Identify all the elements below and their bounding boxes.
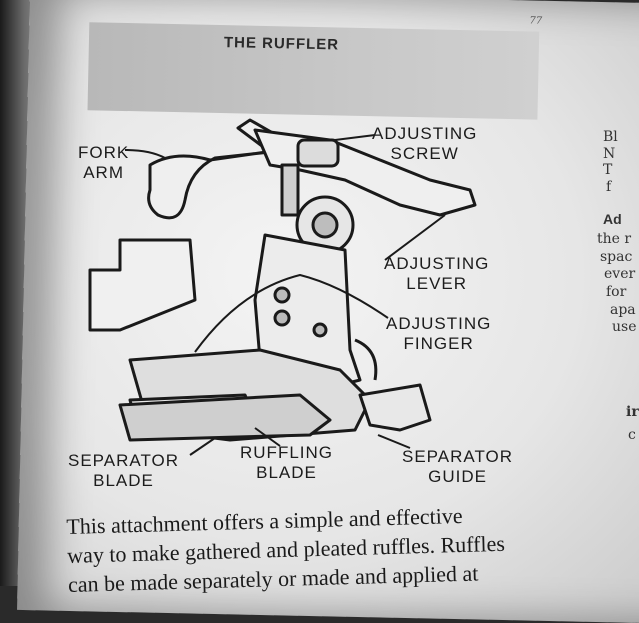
ruffling-blade-line-1: RUFFLING <box>240 443 333 462</box>
leader-adjusting-lever <box>384 214 446 261</box>
fork-arm-line-2: ARM <box>83 163 124 182</box>
leader-adjusting-finger <box>194 273 389 353</box>
leader-lines <box>124 134 446 456</box>
separator-guide-line-2: GUIDE <box>428 467 487 486</box>
leader-separator-guide <box>377 434 411 449</box>
separator-blade-line-1: SEPARATOR <box>68 451 180 470</box>
right-fragment-12: c <box>628 427 636 443</box>
fork-arm-line-1: FORK <box>78 143 130 162</box>
right-fragment-2: T <box>603 162 613 178</box>
right-fragment-8: for <box>606 284 627 300</box>
label-adjusting-finger: ADJUSTING FINGER <box>386 314 491 354</box>
label-adjusting-lever: ADJUSTING LEVER <box>384 254 489 294</box>
leader-fork-arm <box>124 149 166 159</box>
ruffler-diagram <box>88 118 477 456</box>
label-fork-arm: FORK ARM <box>78 143 129 183</box>
adjusting-screw-line-1: ADJUSTING <box>372 124 478 143</box>
adjusting-finger-line-1: ADJUSTING <box>386 314 492 333</box>
right-fragment-5: the r <box>597 231 632 247</box>
adjusting-finger-line-2: FINGER <box>403 334 474 353</box>
adjusting-lever-line-2: LEVER <box>406 274 468 293</box>
right-fragment-6: spac <box>600 249 633 265</box>
right-fragment-0: Bl <box>603 129 618 145</box>
right-fragment-9: apa <box>610 302 636 318</box>
right-fragment-3: f <box>606 179 612 195</box>
ruffler-illustration <box>88 118 477 442</box>
right-fragment-11: ir <box>626 404 639 420</box>
label-ruffling-blade: RUFFLING BLADE <box>240 443 333 483</box>
leader-adjusting-screw <box>334 134 376 141</box>
separator-blade-line-2: BLADE <box>93 471 154 490</box>
adjusting-lever-line-1: ADJUSTING <box>384 254 490 273</box>
label-adjusting-screw: ADJUSTING SCREW <box>372 124 477 164</box>
ruffling-blade-line-2: BLADE <box>256 463 317 482</box>
right-fragment-7: ever <box>604 266 636 282</box>
right-fragment-10: use <box>612 319 637 335</box>
label-separator-blade: SEPARATOR BLADE <box>68 451 179 491</box>
leader-separator-blade <box>189 437 216 456</box>
adjusting-screw-line-2: SCREW <box>390 144 459 163</box>
separator-guide-line-1: SEPARATOR <box>402 447 514 466</box>
label-separator-guide: SEPARATOR GUIDE <box>402 447 513 487</box>
right-fragment-1: N <box>603 146 616 162</box>
body-paragraph: This attachment offers a simple and effe… <box>66 497 598 599</box>
leader-ruffling-blade <box>254 427 281 447</box>
right-fragment-4: Ad <box>603 211 622 227</box>
